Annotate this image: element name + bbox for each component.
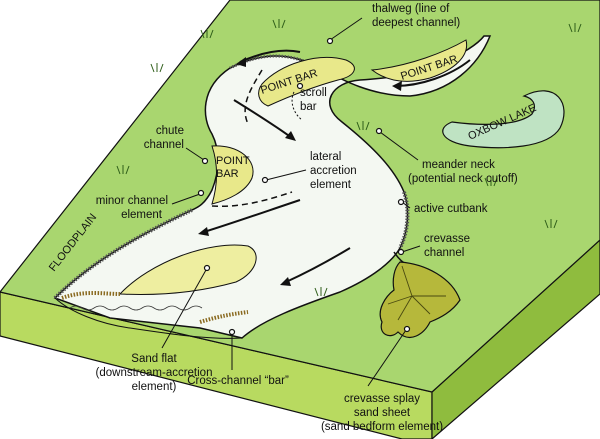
channel-cross-section	[54, 297, 243, 339]
leaders	[161, 17, 421, 387]
label-crevasse-splay-line2: sand sheet	[354, 407, 411, 419]
arrowhead-2	[236, 57, 246, 67]
label-crevasse-channel-line2: channel	[424, 247, 464, 259]
label-point-bar-mid-line1: POINT	[216, 155, 250, 167]
label-scroll-bar-line1: scroll	[300, 87, 327, 99]
label-sand-flat-line1: Sand flat	[131, 353, 177, 365]
label-thalweg-line1: thalweg (line of	[372, 3, 450, 15]
label-lateral-accretion-line1: lateral	[310, 151, 341, 163]
flow-arrow-1	[394, 59, 471, 87]
grass-tufts	[116, 19, 582, 297]
water-ripples	[69, 305, 203, 311]
label-minor-channel-line2: element	[121, 209, 163, 221]
point-bar-mid	[211, 145, 254, 205]
arrowhead-3	[285, 131, 296, 141]
label-crevasse-splay-line3: (sand bedform element)	[321, 421, 443, 433]
thalweg-line-2	[211, 191, 293, 208]
sand-flat	[118, 244, 257, 295]
label-scroll-bar-line2: bar	[300, 101, 317, 113]
flow-arrow-3	[233, 99, 293, 139]
arrowhead-4	[198, 227, 209, 236]
label-meander-neck-line1: meander neck	[422, 159, 495, 171]
label-thalweg-line2: deepest channel)	[372, 17, 460, 29]
label-chute-channel-line1: chute	[156, 125, 184, 137]
cross-channel-bar	[199, 310, 249, 324]
flow-arrow-5	[285, 247, 351, 283]
arrowhead-1	[392, 81, 402, 91]
flow-arrow-4	[203, 199, 301, 233]
label-cross-channel-bar: Cross-channel “bar”	[187, 375, 289, 387]
label-active-cutbank: active cutbank	[414, 203, 488, 215]
arrowhead-5	[280, 277, 291, 286]
thalweg-line	[244, 69, 263, 125]
crevasse-splay	[379, 261, 461, 338]
label-point-bar-mid-line2: BAR	[216, 168, 239, 180]
scroll-bar-line	[291, 91, 303, 121]
label-meander-neck-line2: (potential neck cutoff)	[408, 173, 518, 185]
label-crevasse-channel-line1: crevasse	[424, 233, 470, 245]
point-bar-top	[258, 57, 355, 107]
label-minor-channel-line1: minor channel	[96, 195, 168, 207]
sand-flat-front	[61, 291, 121, 300]
oxbow-lake	[442, 90, 565, 149]
label-sand-flat-line3: element)	[132, 381, 177, 393]
label-chute-channel-line2: channel	[144, 139, 184, 151]
label-crevasse-splay-line1: crevasse splay	[344, 393, 420, 405]
splay-veins	[387, 265, 446, 321]
label-lateral-accretion-line2: accretion	[310, 165, 357, 177]
point-bar-right	[370, 39, 468, 82]
left-cutbank	[53, 208, 193, 300]
label-sand-flat-line2: (downstream-accretion	[96, 367, 213, 379]
label-lateral-accretion-line3: element	[310, 179, 352, 191]
